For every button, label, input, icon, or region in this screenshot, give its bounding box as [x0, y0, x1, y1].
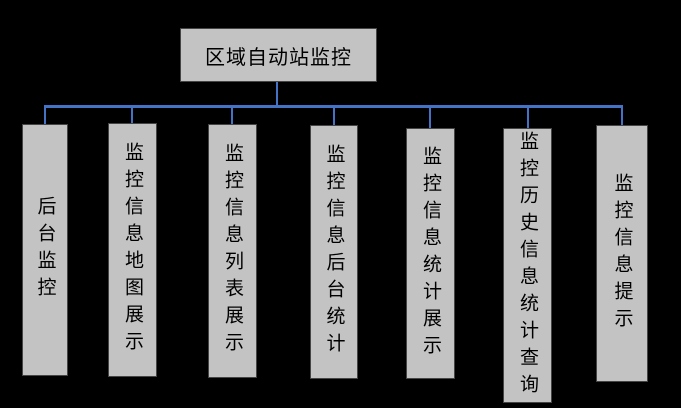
connector-root-drop — [276, 82, 278, 106]
connector-drop-3 — [231, 106, 233, 125]
connector-drop-7 — [621, 106, 623, 126]
child-node-label: 监控信息统计展示 — [420, 145, 442, 362]
child-node-label: 监控信息后台统计 — [323, 144, 346, 360]
child-node-label: 监控信息提示 — [611, 172, 634, 335]
child-node-statistics-display: 监控信息统计展示 — [406, 128, 455, 379]
root-node-label: 区域自动站监控 — [205, 44, 352, 69]
child-node-history-statistics-query: 监控历史信息统计查询 — [503, 128, 552, 403]
child-node-info-prompt: 监控信息提示 — [596, 125, 648, 382]
connector-drop-4 — [333, 106, 335, 126]
root-node: 区域自动站监控 — [180, 28, 377, 82]
connector-drop-2 — [131, 106, 133, 124]
child-node-label: 监控历史信息统计查询 — [517, 130, 539, 401]
child-node-map-display: 监控信息地图展示 — [108, 123, 157, 377]
child-node-label: 监控信息列表展示 — [222, 143, 244, 359]
child-node-backend-monitoring: 后台监控 — [22, 124, 68, 376]
connector-drop-1 — [44, 106, 46, 125]
child-node-label: 后台监控 — [34, 196, 57, 304]
child-node-list-display: 监控信息列表展示 — [208, 124, 257, 378]
connector-drop-5 — [429, 106, 431, 129]
child-node-backend-statistics: 监控信息后台统计 — [310, 125, 358, 379]
connector-drop-6 — [527, 106, 529, 129]
child-node-label: 监控信息地图展示 — [122, 142, 144, 358]
